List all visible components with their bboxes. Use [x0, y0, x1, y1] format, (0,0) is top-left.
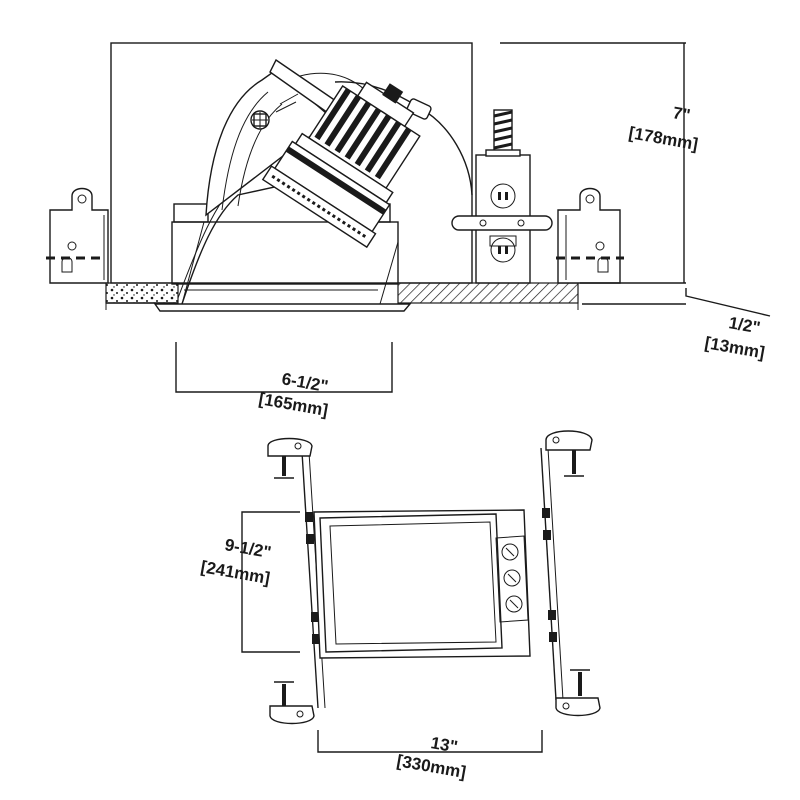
frame-plate	[313, 509, 531, 659]
flange-dimension-imperial: 1/2"	[727, 313, 762, 337]
flange-dimension-metric: [13mm]	[703, 333, 766, 362]
junction-box	[451, 109, 553, 284]
height-dimension-metric: [178mm]	[627, 123, 699, 154]
aperture-dimension	[175, 342, 393, 393]
knockout-2	[503, 569, 521, 587]
corner-clip-top-left	[267, 437, 313, 479]
frame-length-dimension-imperial: 13"	[429, 733, 459, 756]
frame-width-dimension-metric: [241mm]	[199, 557, 271, 588]
junction-box-plan	[495, 535, 529, 623]
heatsink-fins	[314, 88, 412, 180]
top-plan-view: 9-1/2" [241mm] 13" [330mm]	[199, 430, 601, 782]
height-dimension	[500, 42, 686, 284]
frame-width-dimension-imperial: 9-1/2"	[223, 535, 272, 562]
right-hanger-bar	[540, 447, 564, 701]
frame-length-dimension	[317, 730, 543, 753]
frame-width-dimension	[241, 511, 300, 653]
right-mounting-bracket	[556, 187, 624, 284]
corner-clip-bottom-right	[555, 669, 601, 717]
housing-outline	[319, 513, 503, 653]
side-elevation-view: 7" [178mm] 1/2" [13mm] 6-1/2" [165mm]	[46, 42, 771, 420]
left-mounting-bracket	[46, 187, 109, 284]
corner-clip-bottom-left	[269, 681, 315, 725]
knockout-1	[501, 543, 519, 561]
knockout-3	[505, 595, 523, 613]
wire-connector	[406, 98, 432, 120]
flange-dimension	[582, 288, 771, 317]
led-module	[261, 81, 421, 249]
corner-clip-top-right	[545, 430, 593, 477]
frame-length-dimension-metric: [330mm]	[395, 751, 467, 782]
height-dimension-imperial: 7"	[671, 103, 692, 125]
trim-flange	[153, 303, 412, 312]
housing-box	[110, 42, 473, 284]
